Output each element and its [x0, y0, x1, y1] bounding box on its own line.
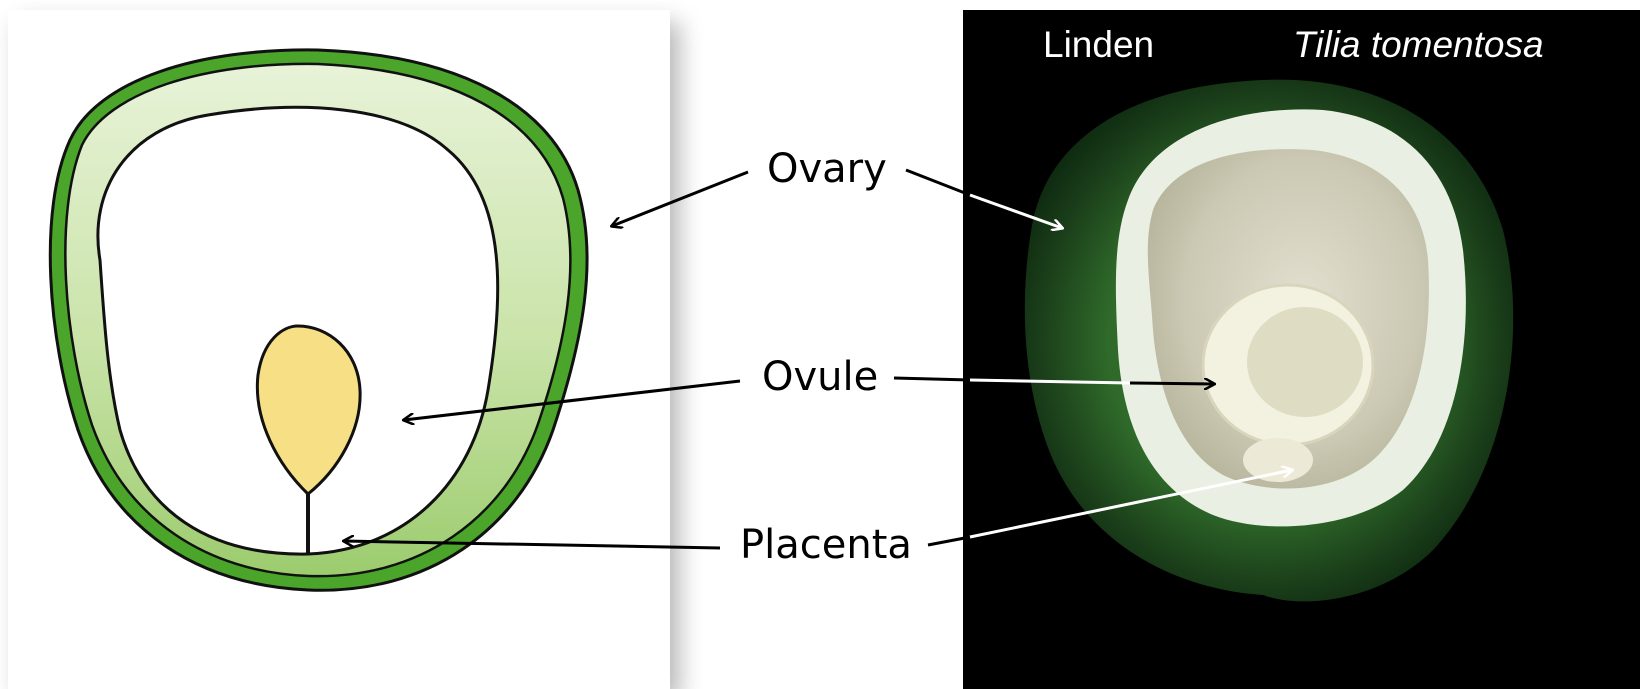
placenta-arrow-right-black: [928, 537, 970, 545]
placenta-arrow-right-white: [970, 470, 1292, 537]
ovary-arrow-right-white: [970, 195, 1062, 228]
placenta-arrow-left: [344, 541, 720, 548]
ovule-arrow-right-black: [894, 378, 970, 380]
ovule-label: Ovule: [762, 354, 878, 400]
ovary-label: Ovary: [767, 146, 887, 192]
ovule-arrow-right-white: [970, 380, 1130, 383]
ovary-arrow-right-black: [906, 170, 970, 195]
ovule-arrow-right-tip: [1130, 383, 1214, 384]
ovule-arrow-left: [404, 381, 740, 420]
ovary-arrow-left: [612, 172, 748, 226]
placenta-label: Placenta: [740, 522, 912, 568]
